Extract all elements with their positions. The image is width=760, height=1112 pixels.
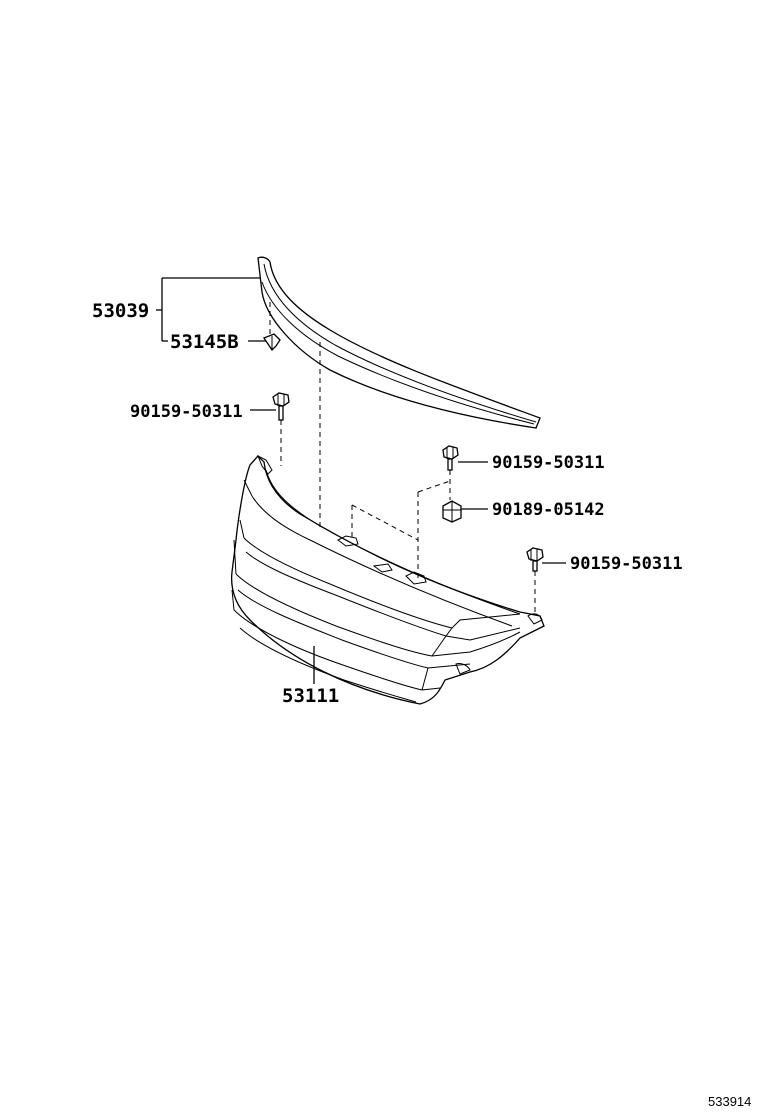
leader-lines: [156, 277, 566, 684]
grille-moulding: [257, 256, 541, 429]
diagram-id: 533914: [708, 1094, 751, 1109]
bolt-icon: [442, 445, 459, 471]
nut-icon: [442, 500, 462, 523]
label-90159-center: 90159-50311: [492, 453, 605, 473]
bolt-icon: [272, 392, 290, 421]
label-53145b: 53145B: [170, 331, 239, 353]
label-90159-right: 90159-50311: [570, 554, 683, 574]
label-53039: 53039: [92, 300, 149, 322]
label-53111: 53111: [282, 685, 339, 707]
assembly-lines: [269, 300, 536, 612]
radiator-grille: [230, 454, 545, 705]
clip-icon: [263, 333, 281, 352]
bolt-icon: [526, 547, 544, 572]
label-90189: 90189-05142: [492, 500, 605, 520]
label-90159-left: 90159-50311: [130, 402, 243, 422]
